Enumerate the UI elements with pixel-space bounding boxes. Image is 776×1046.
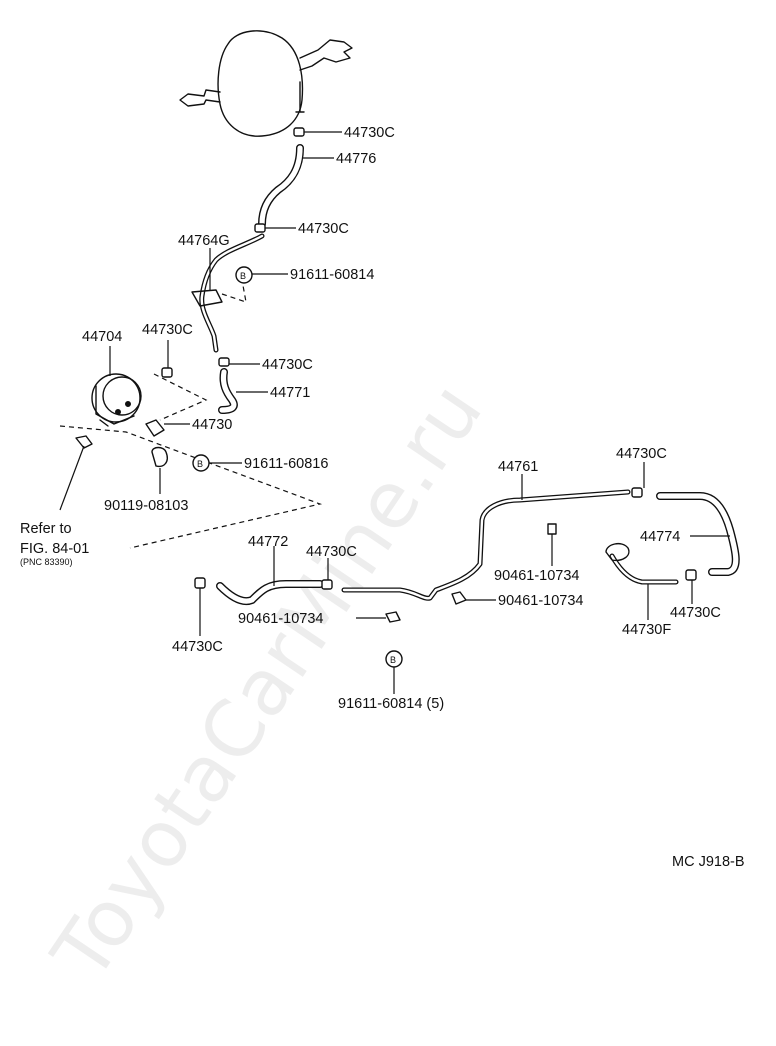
- label-44704: 44704: [82, 329, 122, 345]
- label-91611-60814-top: 91611-60814: [290, 267, 374, 283]
- reservoir-44704-drawing: [75, 373, 142, 449]
- label-44772: 44772: [248, 534, 288, 550]
- diagram-code: MC J918-B: [672, 854, 745, 870]
- clip-44730c-4-shape: [218, 357, 230, 367]
- clip-44730c-1-shape: [293, 127, 305, 137]
- clamp-90461-c-shape: [385, 611, 401, 623]
- label-44764g: 44764G: [178, 233, 230, 249]
- clamp-90461-a-shape: [547, 523, 557, 535]
- refer-line-3: (PNC 83390): [20, 557, 73, 567]
- label-90119-08103: 90119-08103: [104, 498, 188, 514]
- label-90461-10734-a: 90461-10734: [494, 568, 579, 584]
- label-44730c-8: 44730C: [172, 639, 223, 655]
- clip-44730c-2-shape: [254, 223, 266, 233]
- clip-44730c-7-shape: [685, 569, 697, 581]
- label-44730c-5: 44730C: [616, 446, 667, 462]
- leader-lines: [109, 131, 730, 694]
- bolt-letter-mid: B: [197, 459, 203, 469]
- fitting-44730-shape: [145, 419, 165, 437]
- label-44774: 44774: [640, 529, 680, 545]
- brake-booster-drawing: [179, 30, 353, 137]
- label-90461-10734-b: 90461-10734: [498, 593, 583, 609]
- bolt-marker-top: [235, 266, 253, 284]
- fitting-44730f-shape: [605, 542, 630, 562]
- refer-line-2: FIG. 84-01: [20, 541, 89, 557]
- clip-44730c-bottom-shape: [194, 577, 206, 589]
- bolt-letter-bottom: B: [390, 655, 396, 665]
- bolt-letter-top: B: [240, 271, 246, 281]
- label-44730: 44730: [192, 417, 232, 433]
- hose-44774-drawing: [656, 492, 740, 576]
- label-44730c-3: 44730C: [142, 322, 193, 338]
- clamp-90119-shape: [151, 446, 168, 468]
- label-44730c-4: 44730C: [262, 357, 313, 373]
- clip-44730c-5-shape: [631, 487, 643, 498]
- refer-line-1: Refer to: [20, 521, 72, 537]
- clamp-90461-b-shape: [451, 591, 467, 605]
- clip-44730c-3-shape: [161, 367, 173, 378]
- refer-leader: [59, 445, 85, 511]
- pipe-bracket-shape: [191, 289, 223, 307]
- clip-44730c-6-shape: [321, 579, 333, 590]
- label-44771: 44771: [270, 385, 310, 401]
- label-44730c-2: 44730C: [298, 221, 349, 237]
- label-91611-60816: 91611-60816: [244, 456, 328, 472]
- label-90461-10734-c: 90461-10734: [238, 611, 323, 627]
- hose-44772-drawing: [216, 580, 324, 605]
- hose-44771-drawing: [218, 368, 238, 414]
- label-91611-60814-bottom: 91611-60814 (5): [338, 696, 444, 712]
- label-44730f: 44730F: [622, 622, 671, 638]
- label-44776: 44776: [336, 151, 376, 167]
- label-44730c-6: 44730C: [306, 544, 357, 560]
- reservoir-dashed-outline: [59, 373, 323, 549]
- label-44730c-7: 44730C: [670, 605, 721, 621]
- label-44730c-1: 44730C: [344, 125, 395, 141]
- bracket-leader: [221, 279, 247, 303]
- label-44761: 44761: [498, 459, 538, 475]
- pipe-44761-drawing: [341, 489, 631, 601]
- pipe-44764g-drawing: [199, 233, 265, 353]
- hose-44776-drawing: [258, 144, 304, 228]
